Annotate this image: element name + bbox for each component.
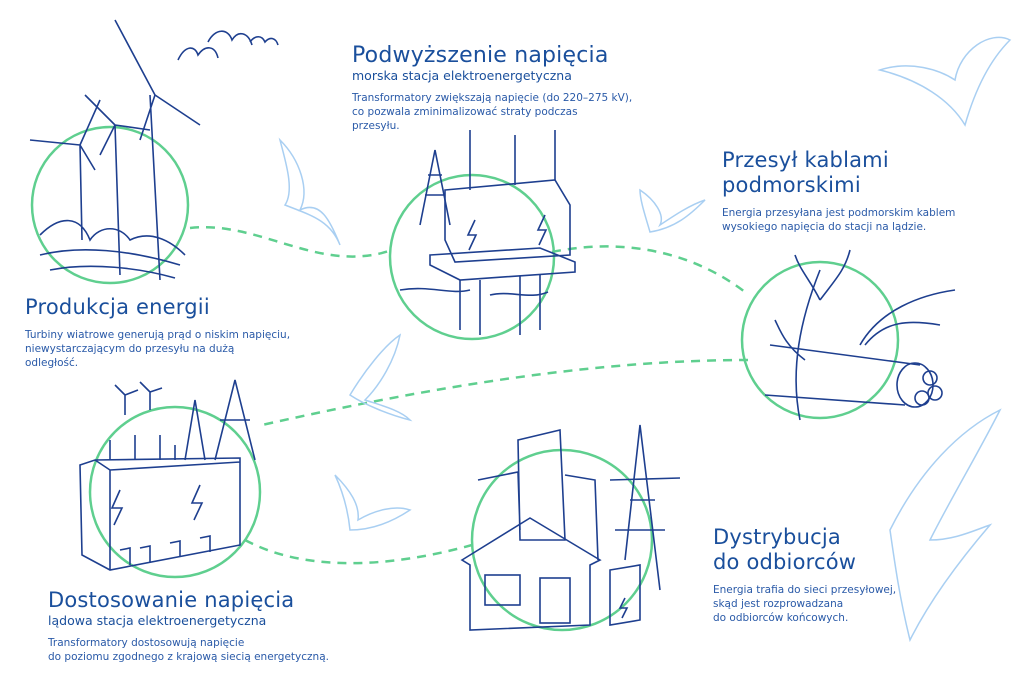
description-line: skąd jest rozprowadzana bbox=[713, 598, 844, 610]
step-title: Dystrybucja bbox=[713, 525, 841, 549]
description-line: do poziomu zgodnego z krajową siecią ene… bbox=[48, 651, 329, 663]
description-line: Transformatory zwiększają napięcie (do 2… bbox=[352, 92, 633, 104]
step-produkcja: Produkcja energii Turbiny wiatrowe gener… bbox=[25, 295, 290, 370]
description-line: odległość. bbox=[25, 357, 79, 369]
seagull-icon bbox=[348, 333, 413, 422]
step-title: Produkcja energii bbox=[25, 295, 210, 319]
description-line: co pozwala zminimalizować straty podczas bbox=[352, 106, 578, 118]
description-line: niewystarczającym do przesyłu na dużą bbox=[25, 343, 235, 355]
step5-circle bbox=[470, 448, 654, 632]
step3-circle bbox=[740, 260, 900, 420]
step-przesyl: Przesył kablami podmorskimi Energia prze… bbox=[722, 148, 955, 234]
step-description: Transformatory zwiększają napięcie (do 2… bbox=[352, 91, 632, 133]
offshore-substation-icon bbox=[399, 130, 576, 335]
onshore-substation-icon bbox=[79, 379, 256, 571]
step-description: Energia przesyłana jest podmorskim kable… bbox=[722, 206, 955, 234]
subsea-cable-icon bbox=[764, 249, 956, 421]
description-line: wysokiego napięcia do stacji na lądzie. bbox=[722, 221, 927, 233]
step-title-line2: podmorskimi bbox=[722, 173, 861, 197]
connector-path bbox=[189, 225, 749, 565]
seagull-icon bbox=[877, 36, 1012, 127]
description-line: Energia przesyłana jest podmorskim kable… bbox=[722, 207, 956, 219]
wind-turbines-icon bbox=[29, 19, 201, 281]
step-description: Transformatory dostosowują napięcie do p… bbox=[48, 636, 329, 664]
step-dostosowanie: Dostosowanie napięcia lądowa stacja elek… bbox=[48, 588, 329, 664]
step-podwyzszenie: Podwyższenie napięcia morska stacja elek… bbox=[352, 43, 632, 133]
step-subtitle: morska stacja elektroenergetyczna bbox=[352, 68, 572, 83]
description-line: Transformatory dostosowują napięcie bbox=[48, 637, 245, 649]
step-title-line2: do odbiorców bbox=[713, 550, 857, 574]
city-distribution-icon bbox=[460, 424, 681, 631]
seagull-icon bbox=[639, 188, 706, 233]
seagull-icon bbox=[889, 408, 1002, 643]
description-line: Energia trafia do sieci przesyłowej, bbox=[713, 584, 897, 596]
step2-circle bbox=[388, 173, 556, 341]
seagull-icons-dark bbox=[177, 30, 279, 61]
description-line: do odbiorców końcowych. bbox=[713, 612, 849, 624]
step-title: Przesył kablami bbox=[722, 148, 889, 172]
seagull-icons bbox=[278, 36, 1012, 643]
step-title: Podwyższenie napięcia bbox=[352, 43, 609, 68]
seagull-icon bbox=[334, 474, 412, 531]
description-line: Turbiny wiatrowe generują prąd o niskim … bbox=[25, 329, 291, 341]
step-subtitle: lądowa stacja elektroenergetyczna bbox=[48, 613, 267, 628]
step1-circle bbox=[30, 125, 190, 285]
seagull-icon bbox=[278, 137, 341, 246]
step-description: Energia trafia do sieci przesyłowej, ską… bbox=[713, 583, 896, 625]
step4-circle bbox=[88, 405, 262, 579]
description-line: przesyłu. bbox=[352, 120, 400, 132]
step-dystrybucja: Dystrybucja do odbiorców Energia trafia … bbox=[713, 525, 896, 625]
step-title: Dostosowanie napięcia bbox=[48, 588, 295, 612]
step-description: Turbiny wiatrowe generują prąd o niskim … bbox=[25, 328, 290, 370]
